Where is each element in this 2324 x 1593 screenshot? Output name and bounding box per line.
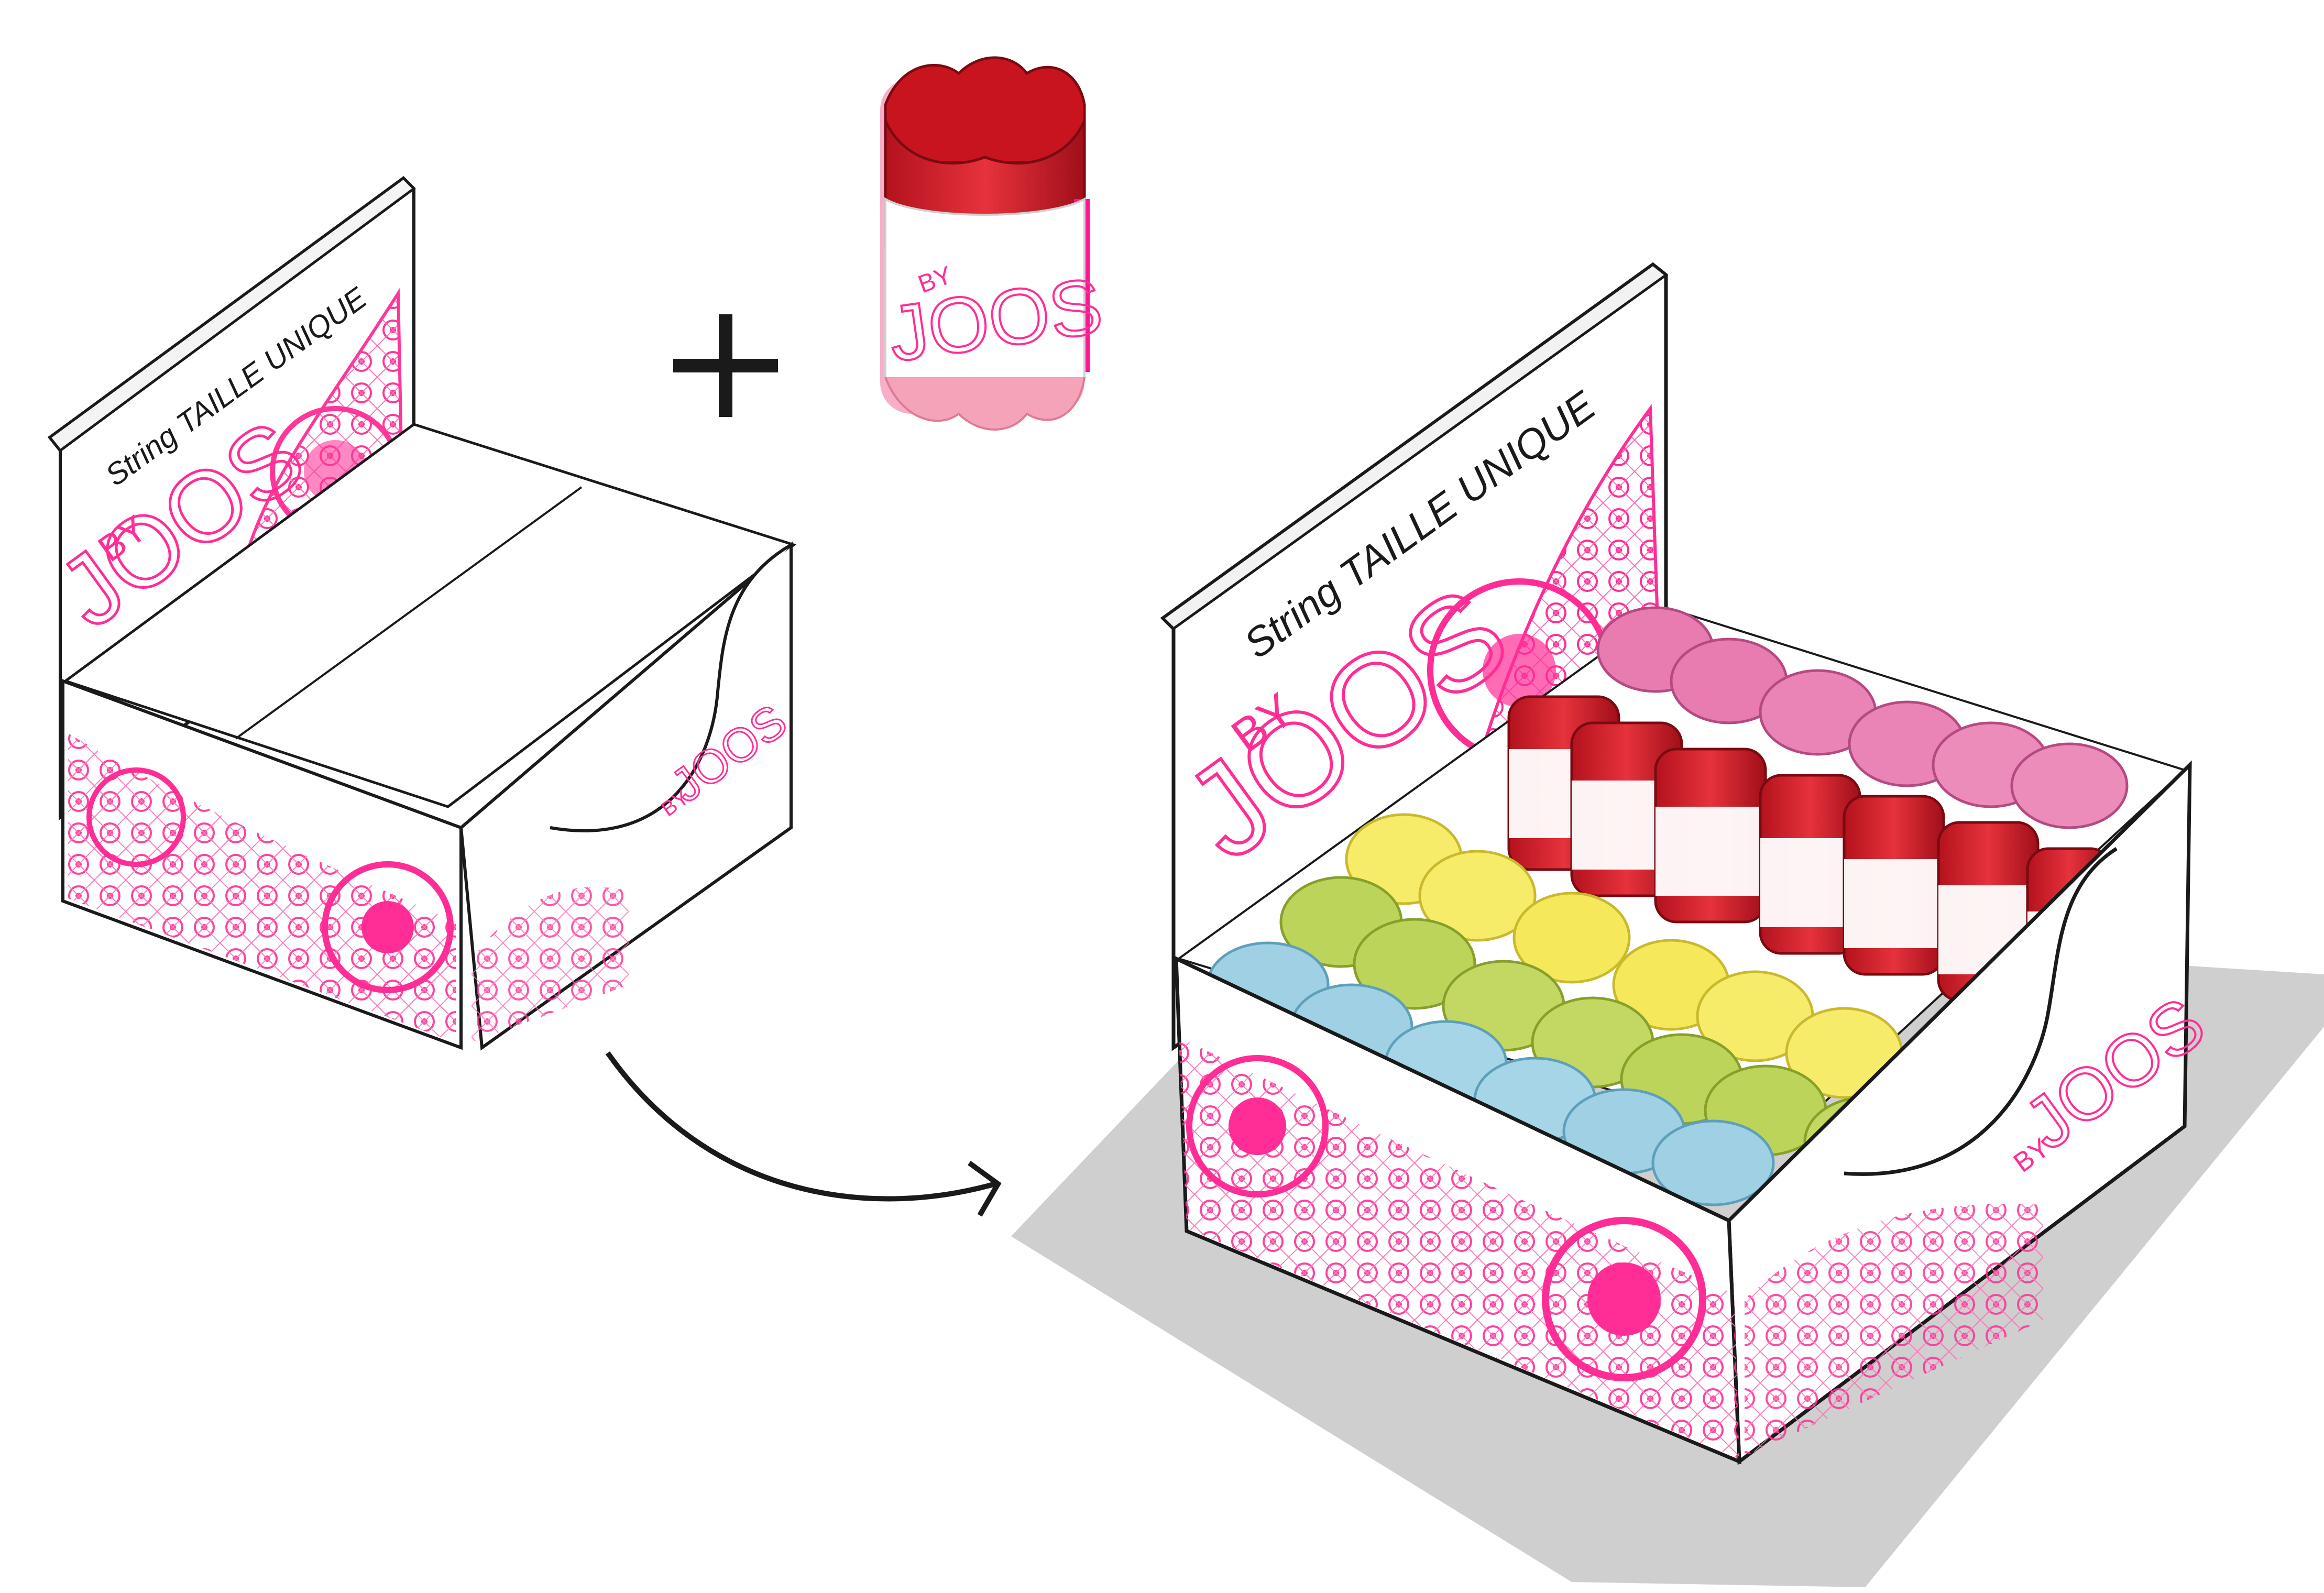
product-roll: BY JOOS [880, 56, 1109, 431]
yellow-rolls [1345, 813, 1998, 1136]
small-front-lace [68, 733, 629, 1042]
filled-display-box: String TAILLE UNIQUE BY JOOS [1011, 262, 2324, 1587]
plus-icon [673, 314, 778, 417]
large-front-lace [1179, 1037, 2043, 1459]
empty-display-box: String TAILLE UNIQUE BY JOOS BY JOOS [38, 176, 797, 1051]
pink-rolls [1596, 606, 2129, 829]
small-box-inner [62, 423, 797, 808]
curved-arrow-icon [605, 1051, 1002, 1217]
